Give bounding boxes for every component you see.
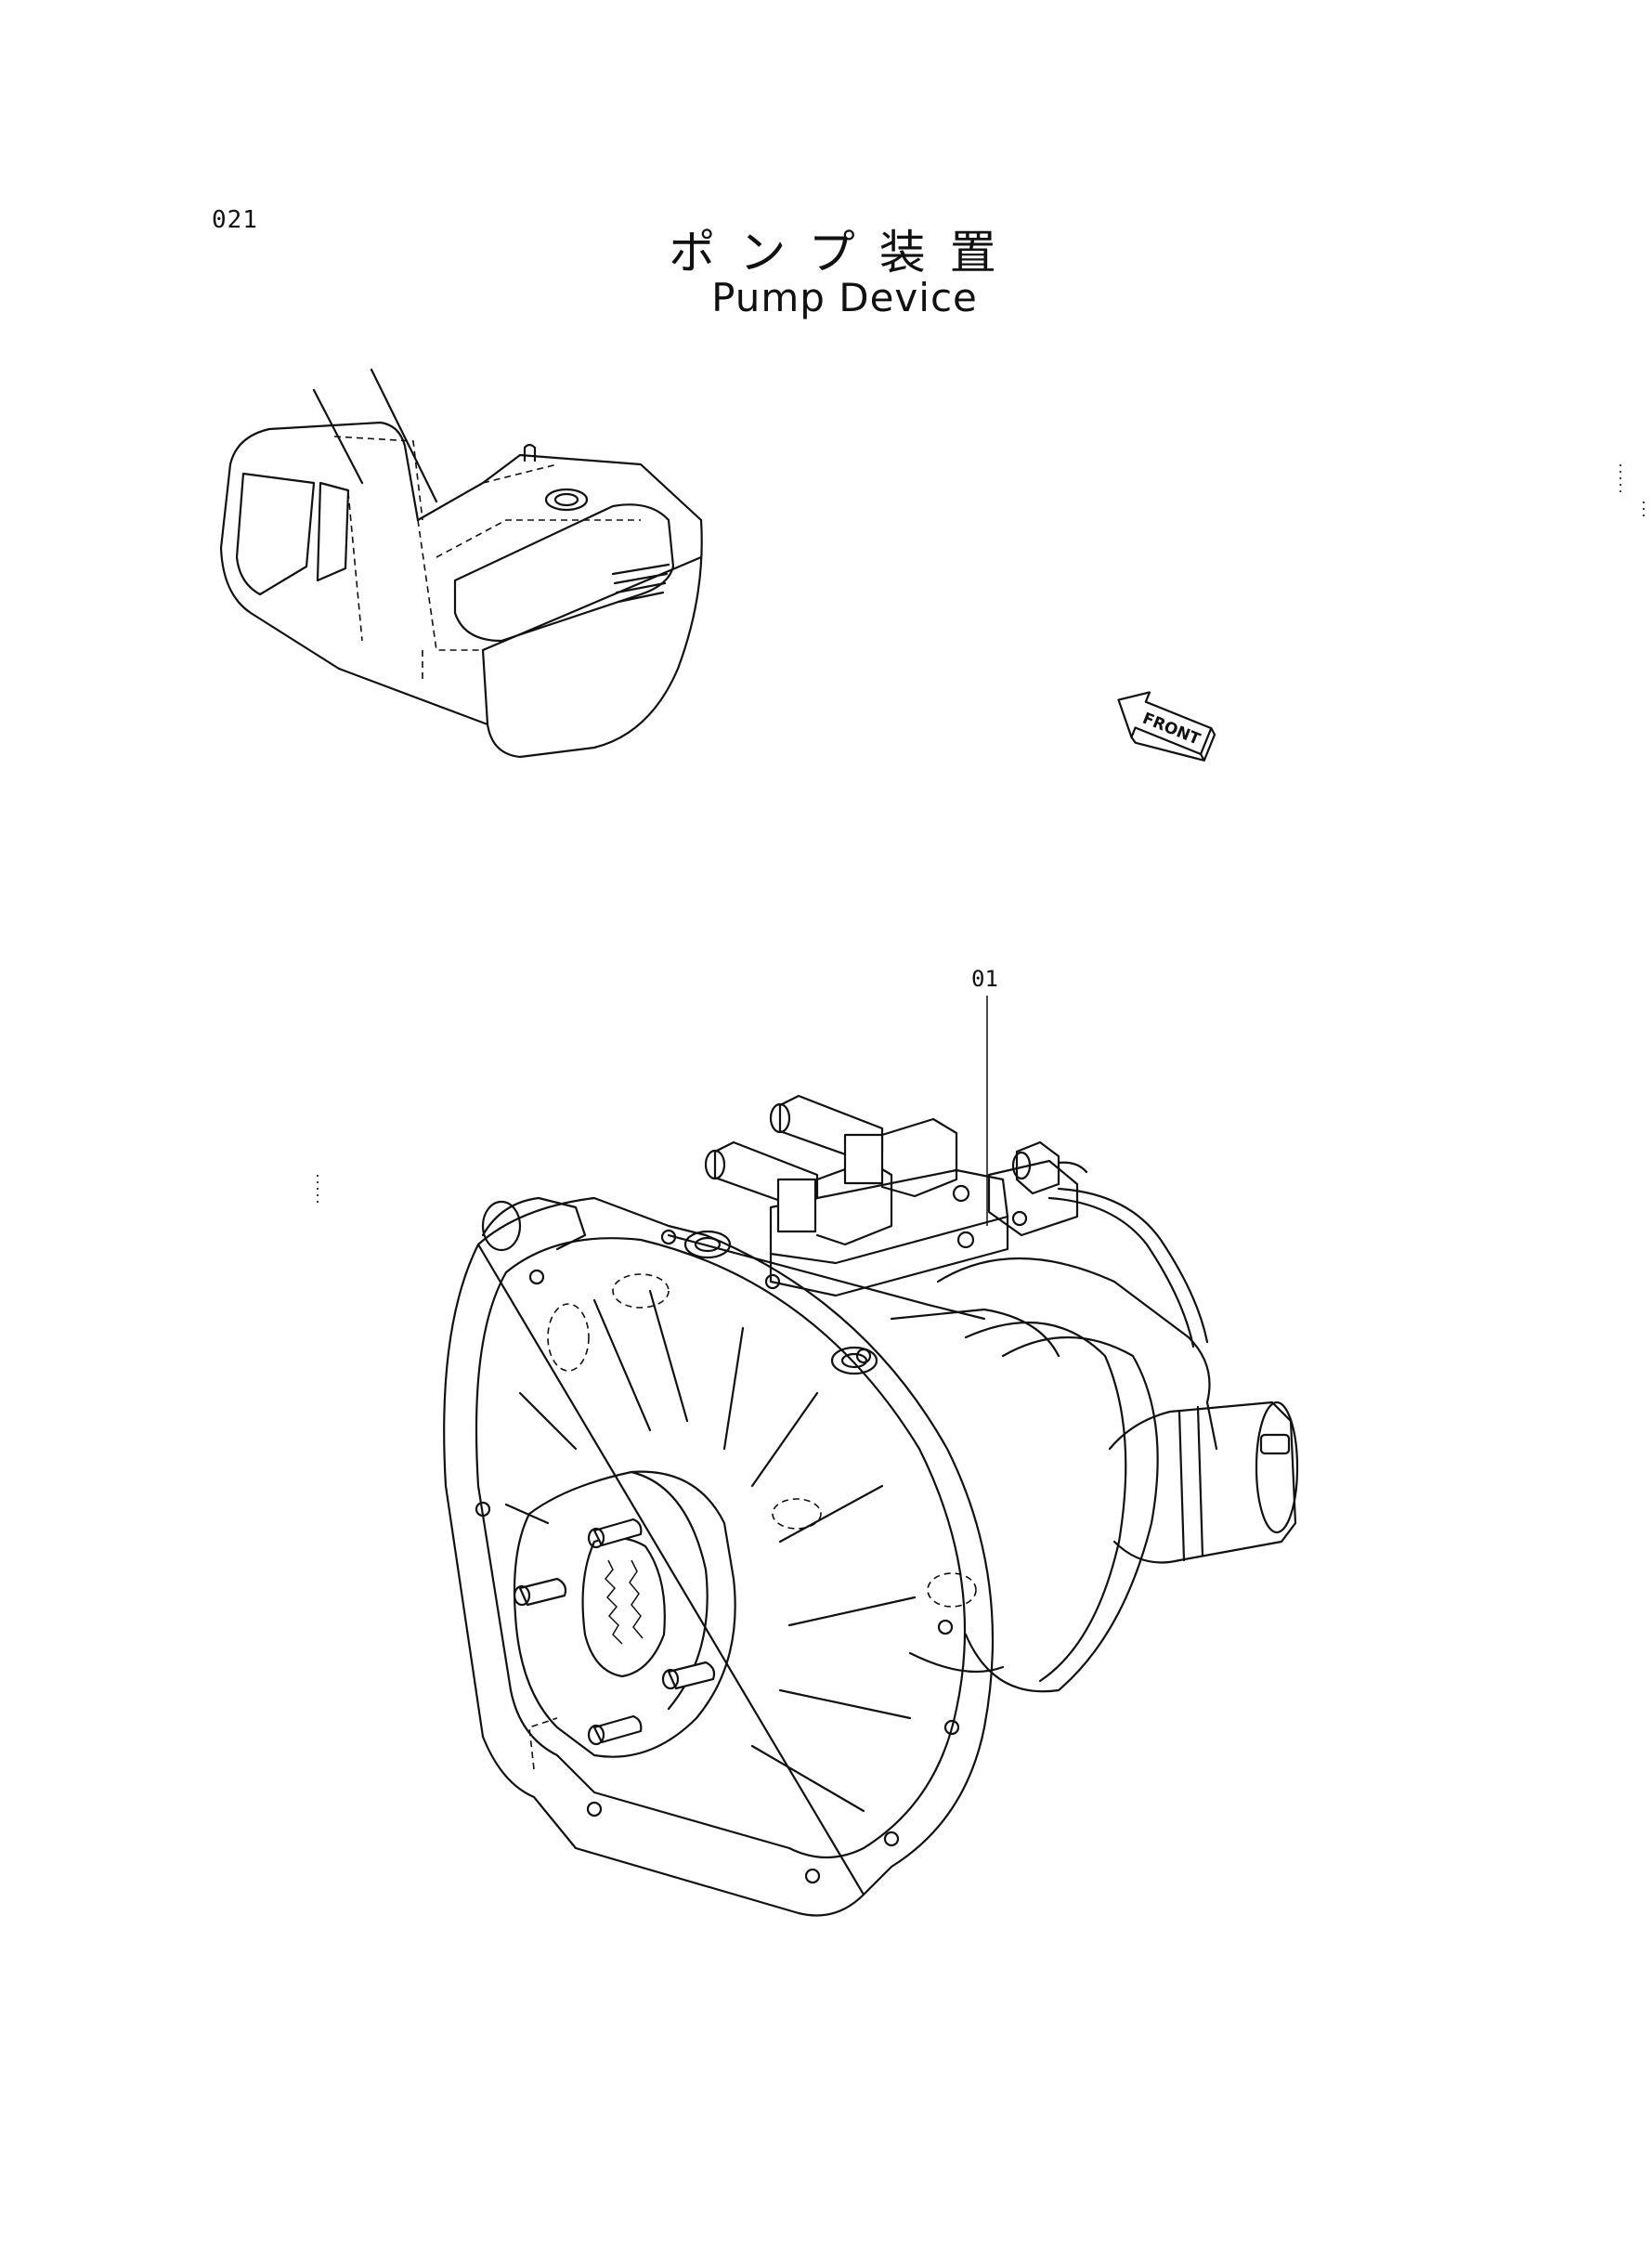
stud: [513, 1577, 567, 1607]
stud: [587, 1714, 643, 1746]
callout-label: 01: [971, 966, 998, 992]
pump-device-drawing: [443, 1094, 1299, 1917]
page-number: 021: [212, 206, 258, 234]
stud: [661, 1661, 716, 1690]
callout-01: 01: [971, 966, 998, 1226]
excavator-overview-icon: [219, 368, 703, 759]
page-title-japanese: ポンプ装置: [669, 226, 1021, 280]
stud: [587, 1518, 643, 1549]
scan-marks: [317, 464, 1645, 1207]
front-arrow-icon: FRONT: [1117, 691, 1216, 762]
page-title-english: Pump Device: [711, 275, 978, 320]
